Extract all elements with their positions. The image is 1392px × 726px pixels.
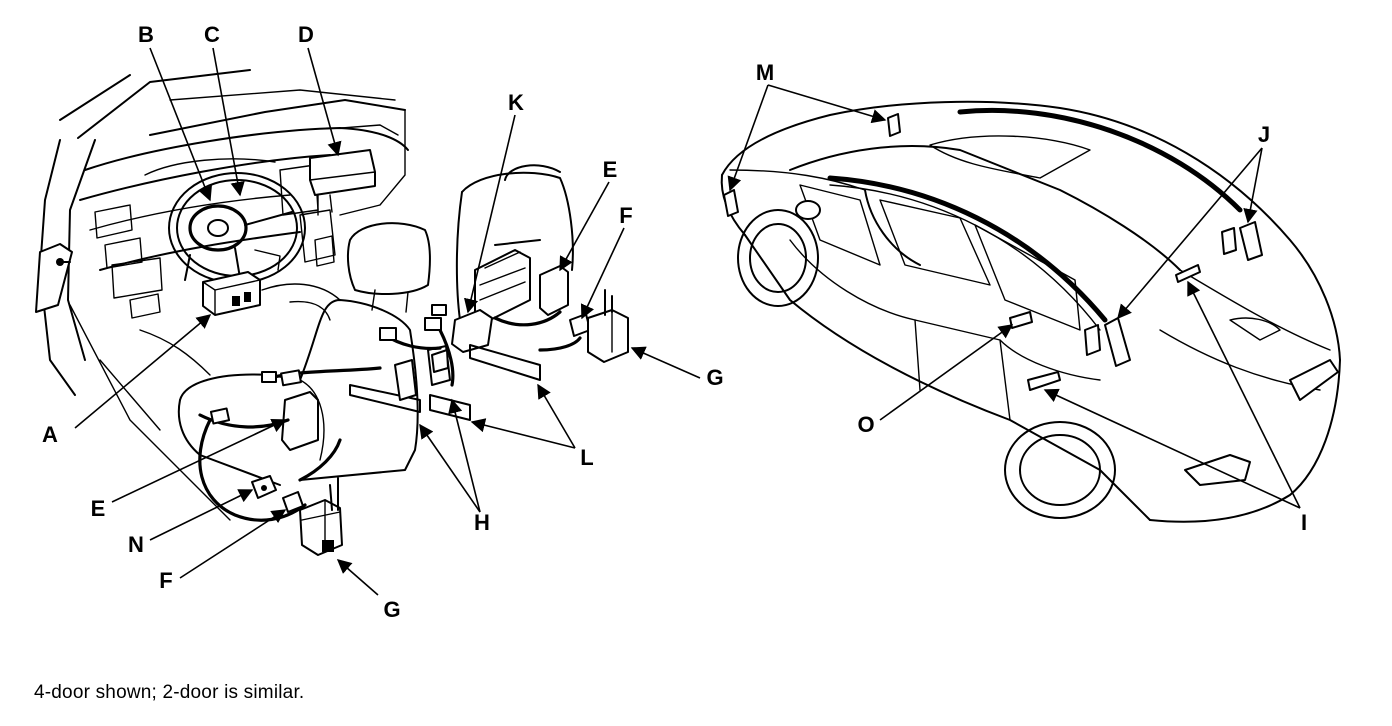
callout-n: N bbox=[128, 532, 144, 557]
callout-a: A bbox=[42, 422, 58, 447]
callout-g-right: G bbox=[706, 365, 723, 390]
callout-labels: A B C D K E F G L H E N F G M J O I bbox=[42, 22, 1307, 622]
callout-d: D bbox=[298, 22, 314, 47]
diagram-caption: 4-door shown; 2-door is similar. bbox=[34, 682, 305, 703]
callout-j: J bbox=[1258, 122, 1270, 147]
vehicle-exterior-illustration bbox=[720, 100, 1341, 523]
interior-illustration bbox=[35, 69, 629, 556]
callout-o: O bbox=[857, 412, 874, 437]
callout-l: L bbox=[580, 445, 593, 470]
callout-b: B bbox=[138, 22, 154, 47]
callout-f-right: F bbox=[619, 203, 632, 228]
callout-e-right: E bbox=[603, 157, 618, 182]
callout-e-left: E bbox=[91, 496, 106, 521]
callout-m: M bbox=[756, 60, 774, 85]
callout-f-left: F bbox=[159, 568, 172, 593]
callout-c: C bbox=[204, 22, 220, 47]
callout-g-left: G bbox=[383, 597, 400, 622]
callout-i: I bbox=[1301, 510, 1307, 535]
callout-k: K bbox=[508, 90, 524, 115]
callout-h: H bbox=[474, 510, 490, 535]
leader-lines bbox=[74, 47, 1301, 596]
